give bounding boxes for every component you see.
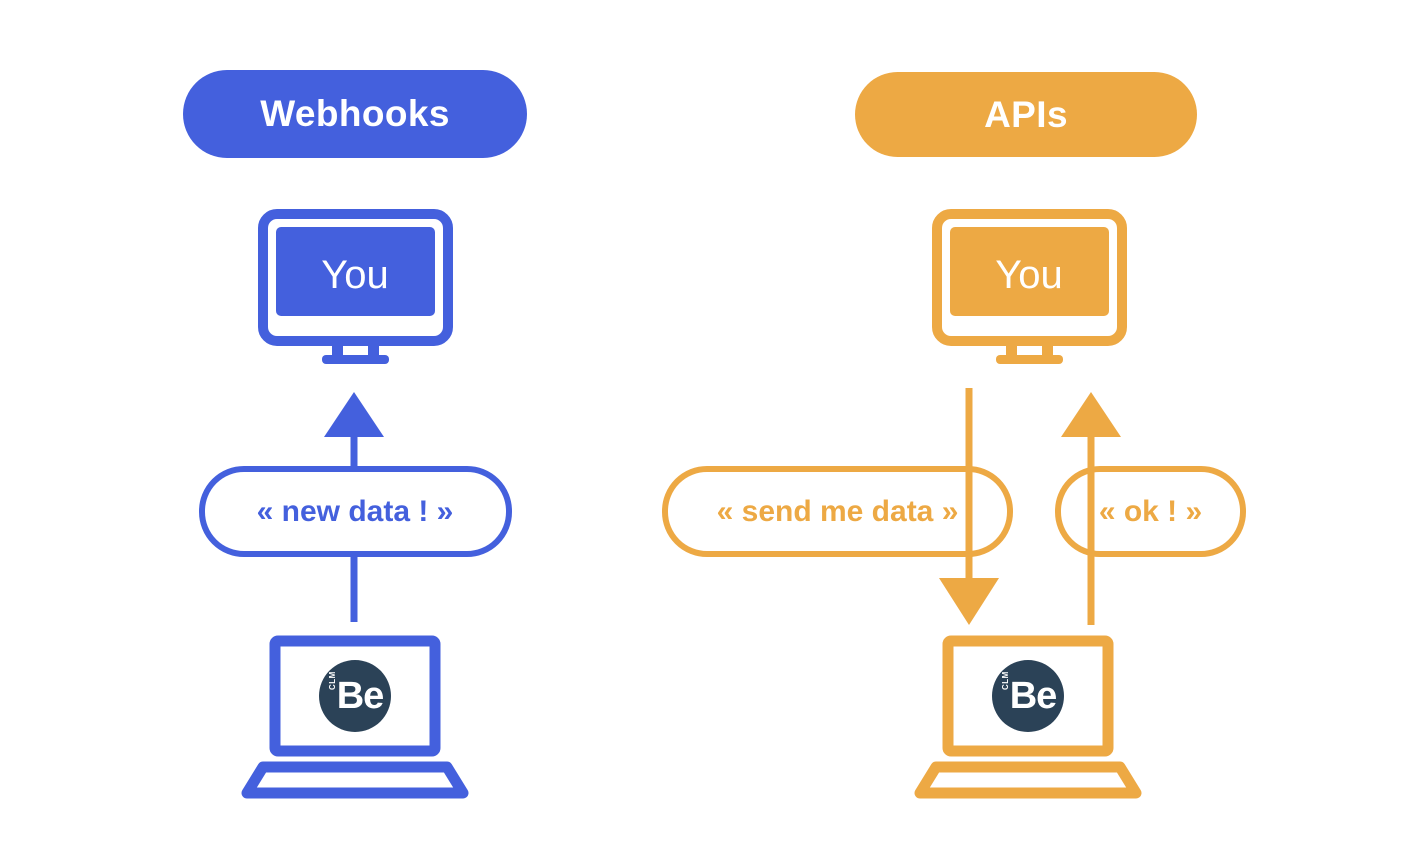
logo-circle-icon [992,660,1064,732]
webhooks-graphics [199,209,512,799]
monitor-stand-leg-right-webhooks [368,341,379,359]
bubble-label-send-me-data: « send me data » [716,495,959,528]
monitor-stand-leg-right-apis [1042,341,1053,359]
monitor-frame-webhooks [258,209,453,346]
monitor-label-apis: You [995,253,1063,297]
badge-webhooks: Webhooks [183,70,527,158]
badge-apis-label: APIs [984,93,1068,135]
logo-secondary-text: CLM [1001,671,1010,690]
bubble-send-me-data [662,466,1013,557]
logo-circle-icon [319,660,391,732]
bubble-label-new-data: « new data ! » [256,495,454,528]
bubble-new-data [199,466,512,557]
badge-apis: APIs [855,72,1197,157]
monitor-screen-webhooks [276,227,435,316]
monitor-screen-apis [950,227,1109,316]
monitor-stand-leg-left-webhooks [332,341,343,359]
monitor-frame-apis [932,209,1127,346]
arrow-up-head-response [1061,392,1121,437]
device-logo-apis: Be CLM [992,660,1064,732]
device-logo-webhooks: Be CLM [319,660,391,732]
column-apis: You « send me data » « ok ! » Be CLM [662,0,1335,845]
logo-secondary-text: CLM [328,671,337,690]
monitor-stand-base-webhooks [322,355,389,364]
laptop-base-webhooks [241,761,469,799]
bubble-ok [1055,466,1246,557]
laptop-base-apis [914,761,1142,799]
monitor-stand-leg-left-apis [1006,341,1017,359]
arrow-up-head-webhooks [324,392,384,437]
badge-webhooks-label: Webhooks [260,93,450,134]
arrow-down-head-request [939,578,999,625]
logo-primary-text: Be [1009,674,1058,717]
column-webhooks: You « new data ! » Be CLM [45,0,665,845]
bubble-label-ok: « ok ! » [1098,495,1203,528]
monitor-label-webhooks: You [321,253,389,297]
monitor-stand-base-apis [996,355,1063,364]
logo-primary-text: Be [336,674,385,717]
